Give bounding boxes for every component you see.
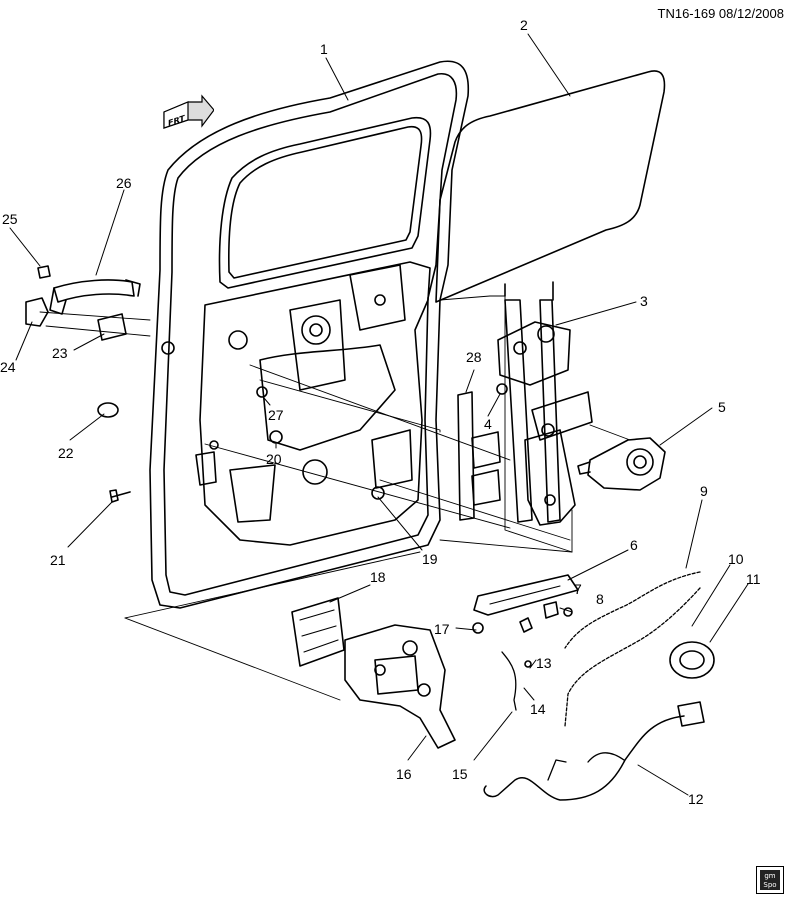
cable-9 bbox=[564, 571, 701, 649]
lock-rod-7 bbox=[543, 601, 559, 619]
cable-10 bbox=[564, 587, 701, 727]
callout-8: 8 bbox=[596, 591, 604, 607]
callout-26: 26 bbox=[116, 175, 132, 191]
callout-22: 22 bbox=[58, 445, 74, 461]
handle-screw bbox=[37, 265, 51, 279]
callout-18: 18 bbox=[370, 569, 386, 585]
logo-line1: gm bbox=[764, 872, 776, 880]
callout-3: 3 bbox=[640, 293, 648, 309]
callout-6: 6 bbox=[630, 537, 638, 553]
harness-grommet bbox=[669, 641, 715, 679]
bolt-27 bbox=[256, 386, 268, 398]
callout-15: 15 bbox=[452, 766, 468, 782]
callout-9: 9 bbox=[700, 483, 708, 499]
wiring-harness bbox=[483, 715, 685, 801]
callout-21: 21 bbox=[50, 552, 66, 568]
callout-1: 1 bbox=[320, 41, 328, 57]
bolt-20 bbox=[269, 430, 283, 444]
glass-run-channel bbox=[457, 391, 501, 521]
callout-25: 25 bbox=[2, 211, 18, 227]
door-latch bbox=[344, 624, 456, 749]
callout-17: 17 bbox=[434, 621, 450, 637]
bolt-21 bbox=[109, 489, 131, 503]
gm-spo-logo: gm Spo bbox=[756, 866, 784, 894]
inside-handle bbox=[473, 574, 579, 616]
callout-23: 23 bbox=[52, 345, 68, 361]
callout-14: 14 bbox=[530, 701, 546, 717]
callout-10: 10 bbox=[728, 551, 744, 567]
callout-19: 19 bbox=[422, 551, 438, 567]
window-motor bbox=[577, 437, 666, 491]
bolt-4 bbox=[496, 383, 508, 395]
callout-28: 28 bbox=[466, 349, 482, 365]
window-glass bbox=[435, 70, 666, 303]
callout-27: 27 bbox=[268, 407, 284, 423]
callout-24: 24 bbox=[0, 359, 16, 375]
callout-11: 11 bbox=[746, 571, 761, 587]
diagram-code: TN16-169 08/12/2008 bbox=[657, 6, 784, 21]
front-direction-icon: FRT bbox=[162, 92, 215, 132]
lock-rod-15 bbox=[501, 651, 517, 711]
callout-4: 4 bbox=[484, 416, 492, 432]
latch-cover bbox=[291, 597, 345, 667]
callout-2: 2 bbox=[520, 17, 528, 33]
callout-16: 16 bbox=[396, 766, 412, 782]
callout-13: 13 bbox=[536, 655, 552, 671]
callout-20: 20 bbox=[266, 451, 282, 467]
callout-12: 12 bbox=[688, 791, 704, 807]
rear-door-shell bbox=[149, 60, 470, 609]
handle-bezel bbox=[25, 297, 49, 327]
outside-handle bbox=[49, 279, 141, 315]
window-regulator bbox=[497, 281, 593, 526]
plug-grommet bbox=[97, 402, 119, 418]
logo-line2: Spo bbox=[763, 881, 777, 889]
callout-5: 5 bbox=[718, 399, 726, 415]
callout-7: 7 bbox=[574, 581, 582, 597]
